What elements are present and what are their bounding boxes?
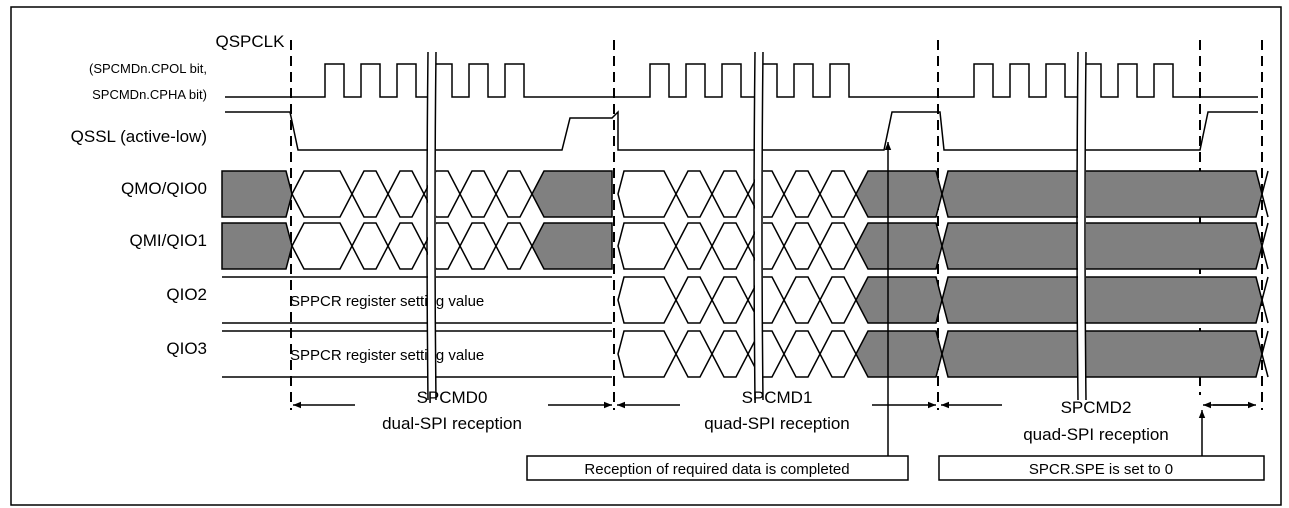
qssl-label: QSSL (active-low) (71, 127, 207, 146)
qio3-bus (222, 330, 1269, 378)
data-cell (819, 222, 857, 270)
data-cell (617, 330, 677, 378)
diagram-frame (10, 6, 1282, 506)
data-cell (783, 330, 821, 378)
phase-2-command: SPCMD2 (1061, 398, 1132, 417)
qio2-register-text: SPPCR register setting value (290, 293, 484, 310)
qssl-waveform (225, 110, 1258, 151)
data-cell (351, 222, 389, 270)
data-cell (291, 170, 353, 218)
data-cell (711, 330, 749, 378)
spe-cleared-box (938, 455, 1265, 481)
data-cell (747, 330, 785, 378)
phase-1-mode: quad-SPI reception (704, 414, 850, 433)
qspclk-sub2-label: SPCMDn.CPHA bit) (92, 87, 207, 102)
phase-2-mode: quad-SPI reception (1023, 425, 1169, 444)
data-cell (675, 222, 713, 270)
data-cell (617, 170, 677, 218)
data-cell (617, 276, 677, 324)
data-cell (711, 222, 749, 270)
data-cell (351, 170, 389, 218)
qspclk-sub1-label: (SPCMDn.CPOL bit, (89, 61, 207, 76)
data-cell (675, 330, 713, 378)
qmo-label: QMO/QIO0 (121, 179, 207, 198)
qmi-bus (221, 222, 1269, 270)
data-cell (459, 222, 497, 270)
qspclk-waveform (225, 63, 1258, 98)
data-cell (675, 276, 713, 324)
data-cell (711, 170, 749, 218)
data-cell (711, 276, 749, 324)
data-cell (495, 170, 533, 218)
qmo-bus (221, 170, 1269, 218)
phase-1-command: SPCMD1 (742, 388, 813, 407)
reception-complete-note: Reception of required data is completed (584, 461, 849, 478)
data-cell (459, 170, 497, 218)
data-cell (387, 170, 425, 218)
spe-cleared-note: SPCR.SPE is set to 0 (1029, 461, 1173, 478)
qspclk-label: QSPCLK (216, 32, 286, 51)
qmi-label: QMI/QIO1 (130, 231, 207, 250)
data-cell (783, 222, 821, 270)
data-cell (617, 222, 677, 270)
qio2-label: QIO2 (166, 285, 207, 304)
data-cell (495, 222, 533, 270)
data-cell (783, 170, 821, 218)
reception-complete-box (526, 455, 909, 481)
data-cell (819, 170, 857, 218)
time-break-markers (426, 51, 1087, 401)
phase-0-mode: dual-SPI reception (382, 414, 522, 433)
qio3-label: QIO3 (166, 339, 207, 358)
data-cell (387, 222, 425, 270)
data-cell (819, 330, 857, 378)
data-cell (819, 276, 857, 324)
data-cell (291, 222, 353, 270)
data-cell (675, 170, 713, 218)
phase-0-command: SPCMD0 (417, 388, 488, 407)
data-cell (783, 276, 821, 324)
qio3-register-text: SPPCR register setting value (290, 347, 484, 364)
